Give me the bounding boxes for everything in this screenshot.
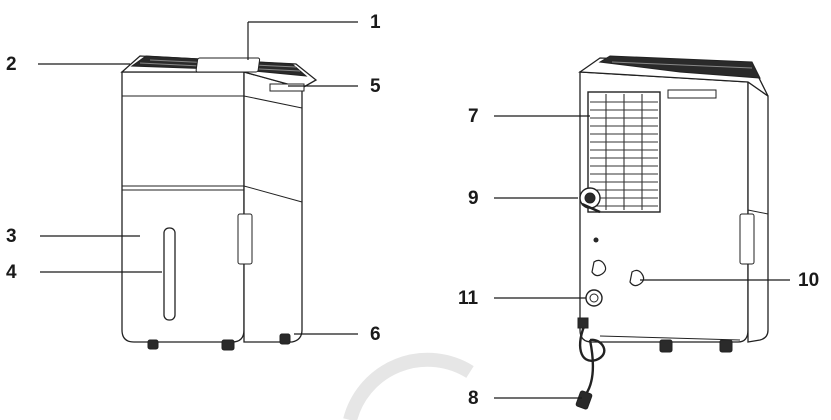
handle [269,83,305,92]
tank-side-grip [237,213,253,265]
air-filter-grille [587,91,661,213]
continuous-drain-outlet [579,187,601,214]
callout-10-cord-wrap: 10 [798,270,819,291]
back-view-unit [575,55,769,410]
leader-lines [38,21,790,399]
cord-wrap-right [629,269,645,287]
callout-9-drain-outlet: 9 [468,188,479,209]
power-cord [575,317,606,410]
callout-6-caster: 6 [370,324,381,345]
watermark [343,352,474,420]
callout-7-air-filter: 7 [468,106,479,127]
callout-5-handle: 5 [370,76,381,97]
rear-caster [719,339,733,353]
front-view-unit [120,55,318,351]
rear-side-grip [739,213,755,265]
callout-2-air-outlet: 2 [6,54,17,75]
top-outlet-rear [598,55,761,79]
callout-4-water-level-window: 4 [6,262,17,283]
caster-wheels [147,333,291,351]
callout-3-water-tank: 3 [6,226,17,247]
pump-drain-outlet [585,289,603,307]
callout-1-control-panel: 1 [370,12,381,33]
control-panel [195,57,261,73]
callout-11-pump-outlet: 11 [458,288,479,309]
power-plug [575,390,593,410]
rear-caster [659,339,673,353]
water-level-window [163,227,176,321]
callout-8-power-cord: 8 [468,388,479,409]
callout-labels: 1 2 5 3 4 6 7 9 11 10 8 [6,12,819,409]
cord-wrap-left [591,259,607,277]
rear-handle [667,89,717,99]
